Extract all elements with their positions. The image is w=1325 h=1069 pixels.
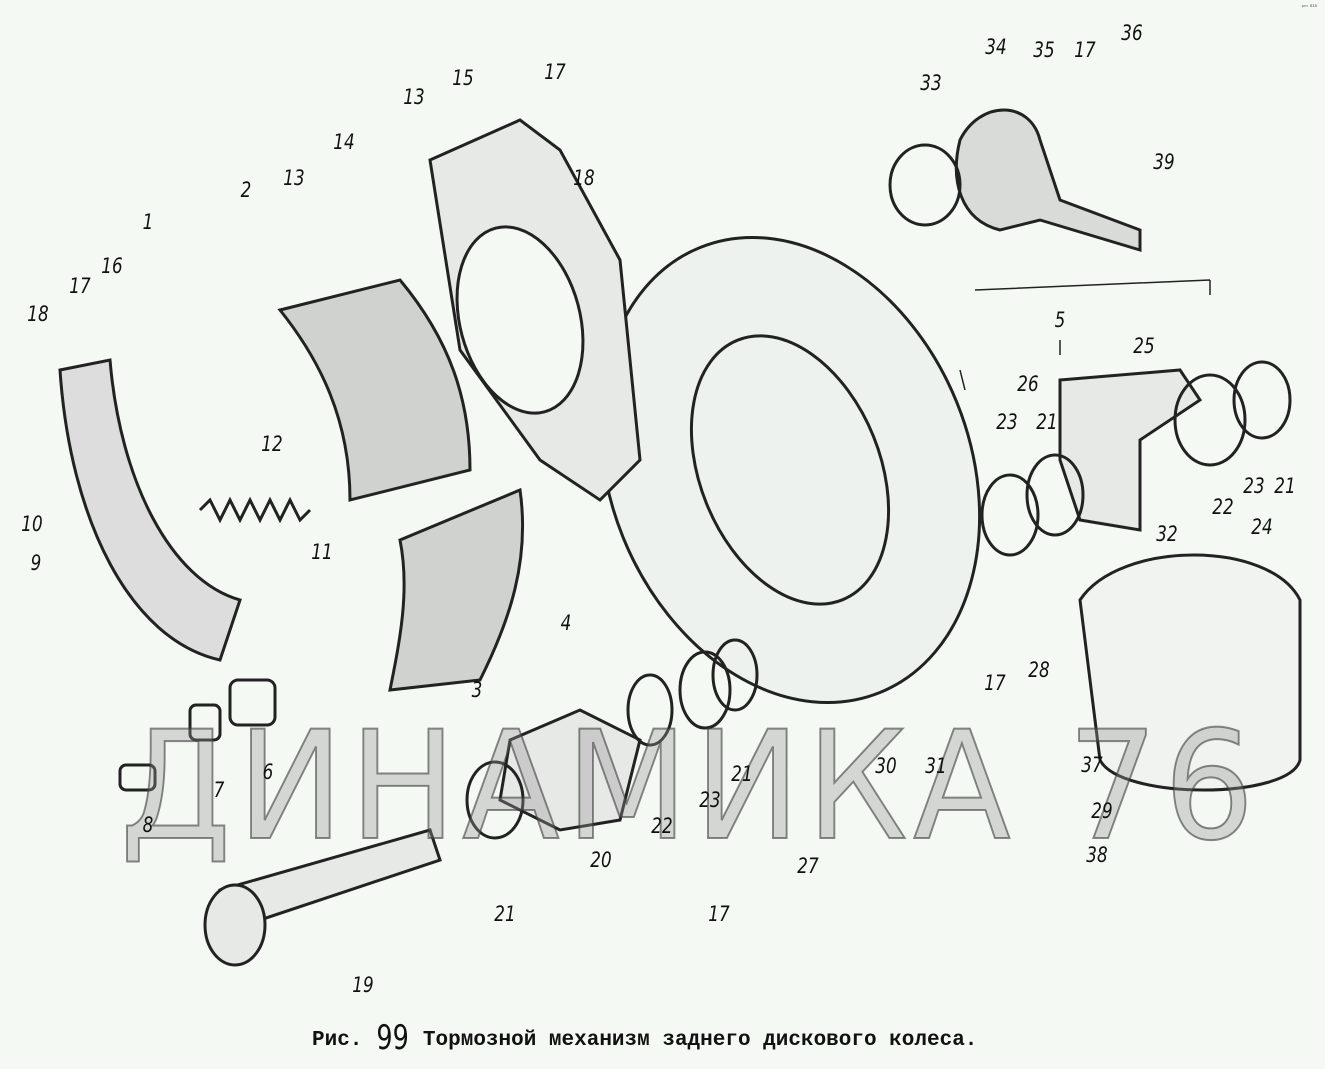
part-label: 7 — [213, 778, 225, 802]
part-label: 21 — [1036, 410, 1058, 434]
part-label: 22 — [651, 814, 673, 838]
part-label: 2 — [240, 178, 252, 202]
part-label: 27 — [797, 854, 819, 878]
part-label: 15 — [452, 66, 474, 90]
part-label: 18 — [573, 166, 595, 190]
part-label: 22 — [1212, 495, 1234, 519]
part-label: 20 — [590, 848, 612, 872]
part-label: 26 — [1017, 372, 1039, 396]
caption-prefix: Рис. — [312, 1029, 363, 1052]
part-label: 35 — [1033, 38, 1055, 62]
part-label: 1 — [142, 210, 154, 234]
caption-title: Тормозной механизм заднего дискового кол… — [422, 1029, 978, 1052]
part-label: 30 — [875, 754, 897, 778]
brake-chamber — [1078, 553, 1302, 792]
part-label: 37 — [1081, 753, 1103, 777]
camshaft-bracket — [498, 708, 642, 832]
figure-number: 99 — [376, 1018, 409, 1058]
part-label: 13 — [403, 85, 425, 109]
part-label: 25 — [1133, 334, 1155, 358]
part-label: 8 — [142, 813, 154, 837]
return-spring — [198, 496, 312, 524]
part-label: 17 — [1074, 38, 1096, 62]
part-label: 19 — [352, 973, 374, 997]
part-label: 5 — [1054, 308, 1066, 332]
part-label: 23 — [699, 788, 721, 812]
corner-mark: ᵖᵐ ⁸³⁸ — [1301, 4, 1317, 11]
brake-disc — [598, 235, 982, 705]
watermark: ДИНАМИКА 76 — [119, 699, 1261, 875]
part-label: 17 — [984, 671, 1006, 695]
part-label: 32 — [1156, 522, 1178, 546]
slack-adjuster — [954, 108, 1142, 253]
part-label: 6 — [262, 760, 274, 784]
part-label: 39 — [1153, 150, 1175, 174]
part-label: 23 — [1243, 474, 1265, 498]
figure-caption: Рис. 99 Тормозной механизм заднего диско… — [312, 1018, 977, 1058]
part-label: 21 — [494, 902, 516, 926]
part-label: 17 — [708, 902, 730, 926]
part-label: 16 — [101, 254, 123, 278]
part-label: 12 — [261, 432, 283, 456]
part-label: 31 — [925, 754, 947, 778]
brake-shoe-left — [58, 358, 242, 662]
chamber-bracket — [1058, 368, 1203, 532]
part-label: 36 — [1121, 21, 1143, 45]
part-label: 13 — [283, 166, 305, 190]
part-label: 18 — [27, 302, 49, 326]
brake-lining-upper — [277, 278, 472, 502]
part-label: 9 — [30, 551, 42, 575]
part-label: 21 — [1274, 474, 1296, 498]
part-label: 4 — [560, 611, 572, 635]
part-label: 11 — [311, 540, 333, 564]
part-label: 29 — [1091, 799, 1113, 823]
brake-lining-lower — [388, 487, 525, 692]
part-label: 17 — [544, 60, 566, 84]
part-label: 28 — [1028, 658, 1050, 682]
part-label: 21 — [731, 762, 753, 786]
part-label: 10 — [21, 512, 43, 536]
part-label: 34 — [985, 35, 1007, 59]
part-label: 17 — [69, 274, 91, 298]
part-label: 23 — [996, 410, 1018, 434]
part-label: 14 — [333, 130, 355, 154]
part-label: 33 — [920, 71, 942, 95]
part-label: 38 — [1086, 843, 1108, 867]
part-label: 24 — [1251, 515, 1273, 539]
part-label: 3 — [471, 678, 483, 702]
